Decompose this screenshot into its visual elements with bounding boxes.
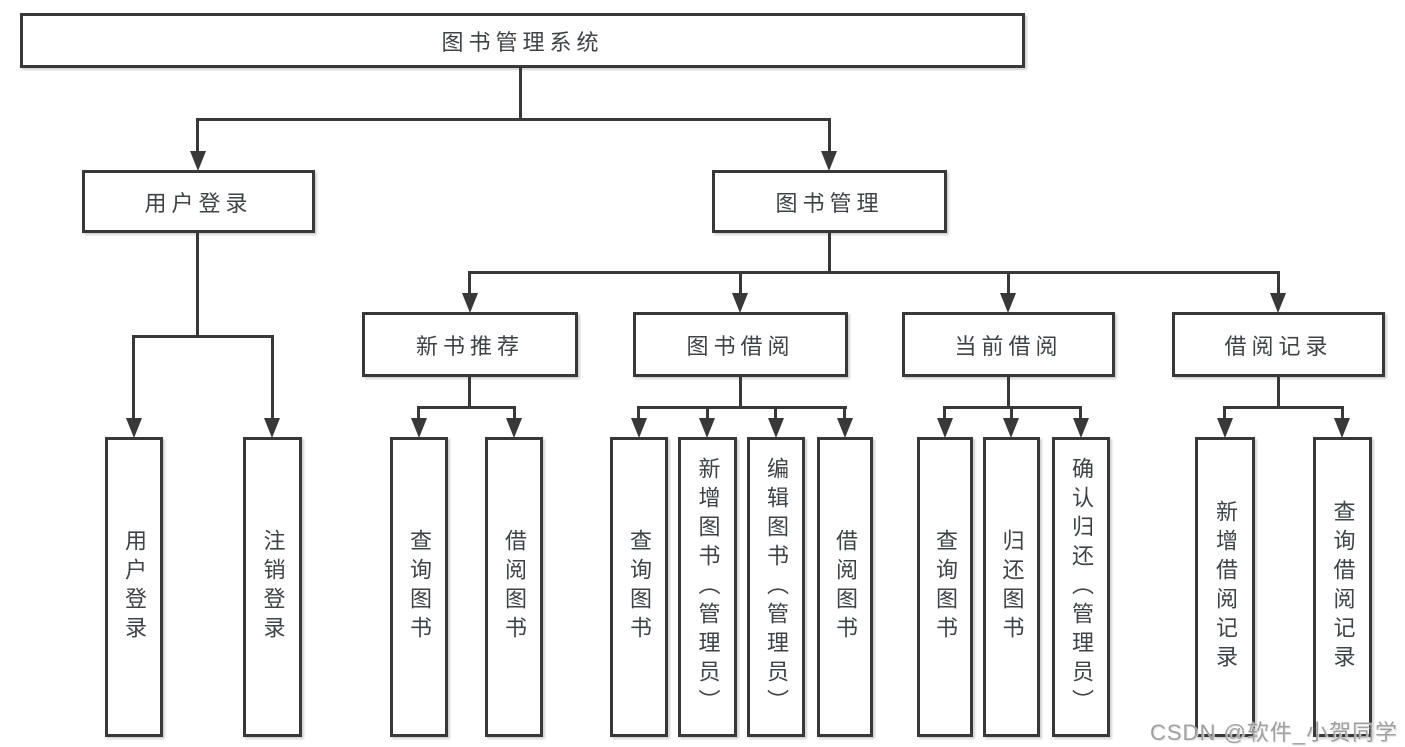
arrow-down-icon bbox=[768, 418, 784, 438]
connector-book-borrow-bus bbox=[637, 406, 847, 409]
leaf-query-books-borrowing: 查询图书 bbox=[610, 437, 668, 737]
connector-to-leaf bbox=[774, 406, 777, 420]
connector-new-book-stem bbox=[468, 377, 471, 409]
arrow-down-icon bbox=[1000, 293, 1016, 313]
connector-new-book-bus bbox=[417, 406, 516, 409]
arrow-down-icon bbox=[1217, 418, 1233, 438]
arrow-down-icon bbox=[1270, 293, 1286, 313]
connector-to-leaf bbox=[1079, 406, 1082, 420]
leaf-borrow-books-borrowing: 借阅图书 bbox=[817, 437, 873, 737]
leaf-label: 注销登录 bbox=[260, 529, 286, 645]
connector-to-leaf bbox=[417, 406, 420, 420]
node-label: 图书借阅 bbox=[686, 333, 795, 359]
connector-root-bus bbox=[197, 118, 831, 121]
node-borrowing-records: 借阅记录 bbox=[1172, 312, 1385, 377]
leaf-user-login: 用户登录 bbox=[105, 437, 163, 737]
leaf-query-books-recommend: 查询图书 bbox=[390, 437, 448, 737]
connector-to-leaf bbox=[843, 406, 846, 420]
leaf-query-books-current: 查询图书 bbox=[917, 437, 973, 737]
arrow-down-icon bbox=[732, 293, 748, 313]
connector-to-leaf bbox=[271, 335, 274, 420]
connector-to-current-borrow bbox=[1007, 271, 1010, 295]
arrow-down-icon bbox=[462, 293, 478, 313]
leaf-confirm-return-admin: 确认归还（管理员） bbox=[1052, 437, 1110, 737]
connector-user-login-bus bbox=[132, 335, 274, 338]
leaf-return-books: 归还图书 bbox=[983, 437, 1040, 737]
connector-to-leaf bbox=[132, 335, 135, 420]
connector-to-leaf bbox=[1223, 406, 1226, 420]
arrow-down-icon bbox=[821, 151, 837, 171]
node-user-login: 用户登录 bbox=[82, 170, 315, 233]
leaf-edit-books-admin: 编辑图书（管理员） bbox=[747, 437, 805, 737]
leaf-add-borrow-record: 新增借阅记录 bbox=[1195, 437, 1255, 737]
leaf-label: 用户登录 bbox=[122, 529, 147, 645]
connector-to-leaf bbox=[943, 406, 946, 420]
leaf-label: 查询图书 bbox=[933, 529, 958, 645]
arrow-down-icon bbox=[411, 418, 427, 438]
arrow-down-icon bbox=[937, 418, 953, 438]
connector-to-new-book bbox=[468, 271, 471, 295]
connector-to-leaf bbox=[1341, 406, 1344, 420]
connector-current-borrow-stem bbox=[1007, 377, 1010, 409]
arrow-down-icon bbox=[126, 418, 142, 438]
node-current-borrowing: 当前借阅 bbox=[902, 312, 1115, 377]
leaf-query-borrow-record: 查询借阅记录 bbox=[1313, 437, 1372, 737]
leaf-borrow-books-recommend: 借阅图书 bbox=[485, 437, 543, 737]
leaf-label: 借阅图书 bbox=[833, 529, 858, 645]
watermark: CSDN @软件_小贺同学 bbox=[1150, 720, 1399, 745]
arrow-down-icon bbox=[837, 418, 853, 438]
connector-to-leaf bbox=[513, 406, 516, 420]
node-label: 当前借阅 bbox=[954, 333, 1063, 359]
connector-borrow-records-stem bbox=[1277, 377, 1280, 409]
connector-book-mgmt-stem bbox=[828, 233, 831, 273]
arrow-down-icon bbox=[1334, 418, 1350, 438]
connector-borrow-records-bus bbox=[1223, 406, 1343, 409]
connector-to-book-borrow bbox=[739, 271, 742, 295]
leaf-label: 新增借阅记录 bbox=[1213, 500, 1238, 674]
leaf-label: 借阅图书 bbox=[502, 529, 527, 645]
connector-user-login-stem bbox=[196, 233, 199, 337]
leaf-label: 查询借阅记录 bbox=[1330, 500, 1356, 674]
leaf-label: 新增图书（管理员） bbox=[695, 456, 721, 718]
arrow-down-icon bbox=[1073, 418, 1089, 438]
node-label: 借阅记录 bbox=[1224, 333, 1333, 359]
leaf-label: 查询图书 bbox=[407, 529, 432, 645]
connector-to-leaf bbox=[706, 406, 709, 420]
arrow-down-icon bbox=[1003, 418, 1019, 438]
connector-to-leaf bbox=[1010, 406, 1013, 420]
node-label: 图书管理系统 bbox=[441, 29, 604, 55]
leaf-logout: 注销登录 bbox=[243, 437, 302, 737]
connector-book-borrow-stem bbox=[739, 377, 742, 409]
connector-to-borrow-records bbox=[1277, 271, 1280, 295]
leaf-add-books-admin: 新增图书（管理员） bbox=[678, 437, 737, 737]
leaf-label: 编辑图书（管理员） bbox=[764, 456, 789, 718]
node-book-borrowing: 图书借阅 bbox=[633, 312, 848, 377]
arrow-down-icon bbox=[699, 418, 715, 438]
leaf-label: 查询图书 bbox=[627, 529, 652, 645]
node-library-management-system: 图书管理系统 bbox=[20, 13, 1025, 68]
connector-book-mgmt-bus bbox=[468, 271, 1280, 274]
connector-to-book-mgmt bbox=[828, 118, 831, 153]
arrow-down-icon bbox=[631, 418, 647, 438]
leaf-label: 归还图书 bbox=[999, 529, 1025, 645]
node-new-book-recommend: 新书推荐 bbox=[362, 312, 578, 377]
node-label: 图书管理 bbox=[775, 190, 884, 216]
leaf-label: 确认归还（管理员） bbox=[1069, 456, 1094, 718]
arrow-down-icon bbox=[506, 418, 522, 438]
connector-to-leaf bbox=[637, 406, 640, 420]
node-label: 用户登录 bbox=[144, 190, 253, 216]
node-label: 新书推荐 bbox=[415, 333, 524, 359]
node-book-management: 图书管理 bbox=[712, 170, 947, 233]
connector-root-stem bbox=[519, 68, 522, 118]
arrow-down-icon bbox=[190, 151, 206, 171]
arrow-down-icon bbox=[264, 418, 280, 438]
connector-to-user-login bbox=[196, 118, 199, 153]
